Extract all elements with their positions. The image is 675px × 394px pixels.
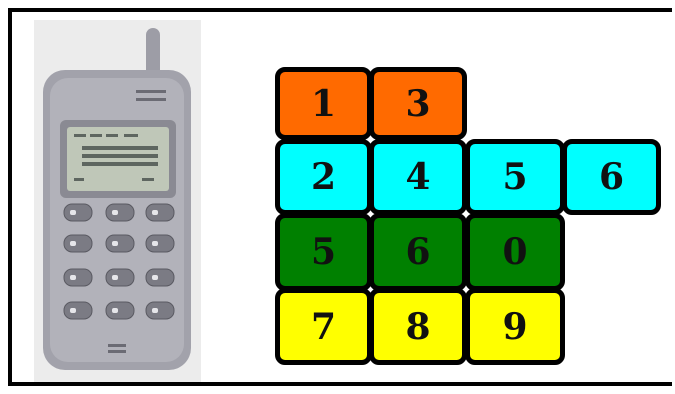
key-label: 8 <box>405 309 430 345</box>
key-label: 9 <box>502 309 527 345</box>
key-tile-0: 0 <box>465 213 565 291</box>
key-tile-2: 2 <box>275 139 372 215</box>
key-tile-8: 8 <box>369 288 467 365</box>
key-label: 7 <box>311 309 336 345</box>
key-tile-5: 5 <box>275 213 372 291</box>
key-label: 5 <box>311 234 336 270</box>
key-tile-3: 3 <box>369 67 467 140</box>
key-label: 4 <box>405 159 430 195</box>
key-label: 2 <box>311 159 336 195</box>
key-label: 0 <box>502 234 527 270</box>
key-label: 6 <box>405 234 430 270</box>
mobile-phone-photo <box>34 20 201 382</box>
key-label: 5 <box>502 159 527 195</box>
key-tile-9: 9 <box>465 288 565 365</box>
key-tile-7: 7 <box>275 288 372 365</box>
key-label: 3 <box>405 86 430 122</box>
key-tile-5: 5 <box>465 139 565 215</box>
key-tile-6: 6 <box>562 139 661 215</box>
mobile-phone-illustration <box>34 20 201 382</box>
key-tile-1: 1 <box>275 67 372 140</box>
key-tile-6: 6 <box>369 213 467 291</box>
key-label: 1 <box>311 86 336 122</box>
key-label: 6 <box>599 159 624 195</box>
key-tile-4: 4 <box>369 139 467 215</box>
